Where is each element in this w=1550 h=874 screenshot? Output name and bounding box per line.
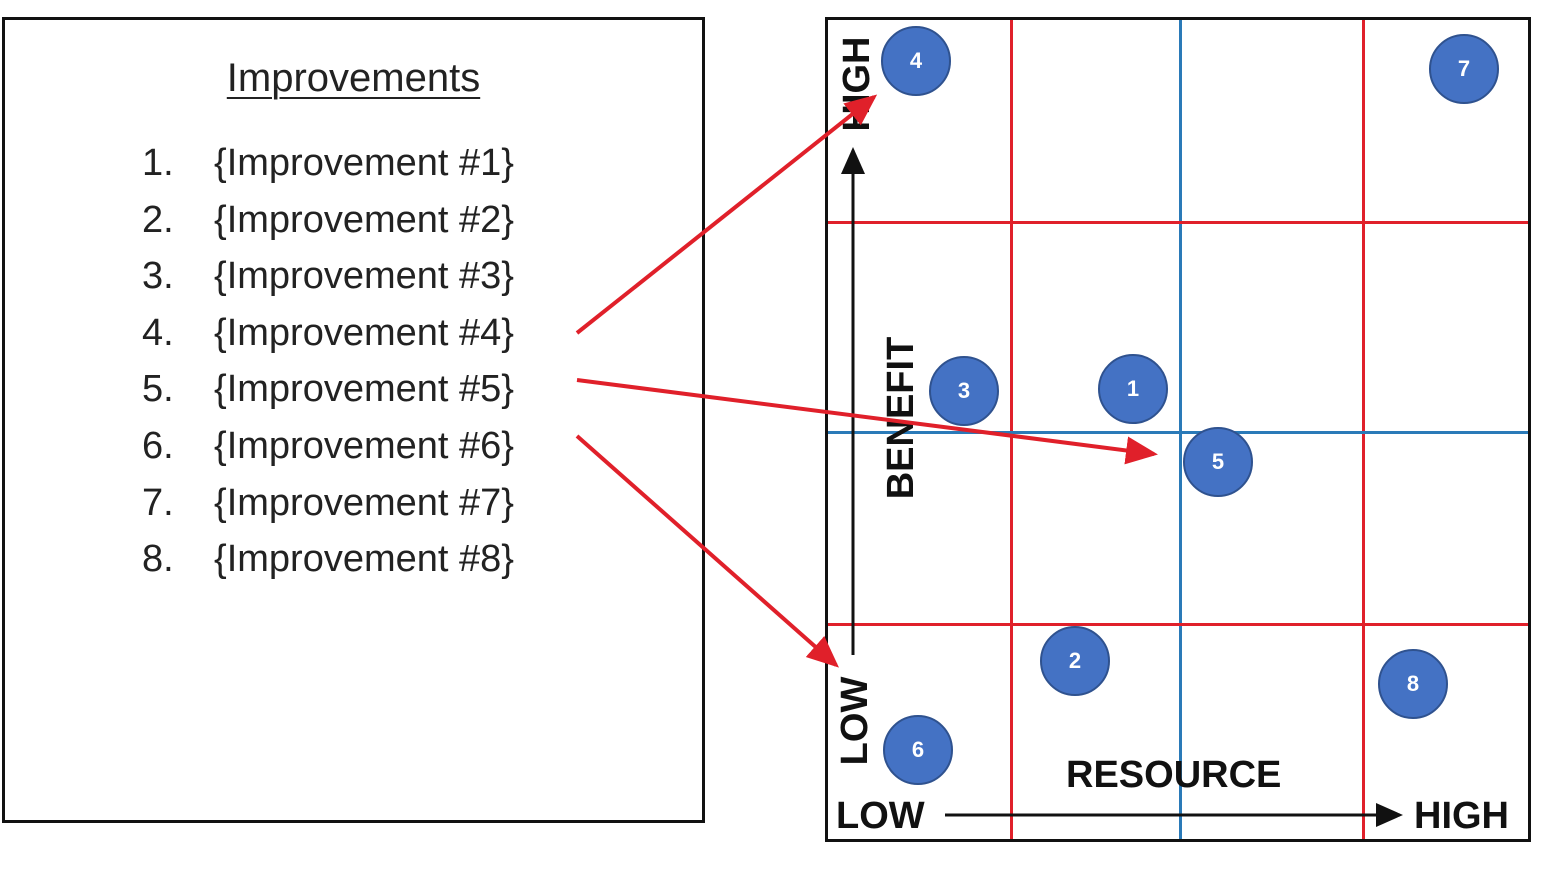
benefit-resource-matrix: 1 2 3 4 5 6 7 8 xyxy=(825,17,1531,842)
x-axis-high-label: HIGH xyxy=(1414,795,1509,837)
y-axis-low-label: LOW xyxy=(834,676,876,766)
grid-line-vertical xyxy=(1362,20,1365,839)
bubble-1: 1 xyxy=(1098,354,1168,424)
bubble-6: 6 xyxy=(883,715,953,785)
item-label: {Improvement #7} xyxy=(214,481,514,524)
grid-line-horizontal-center xyxy=(828,431,1528,434)
improvements-title: Improvements xyxy=(226,56,481,100)
bubble-2: 2 xyxy=(1040,626,1110,696)
item-label: {Improvement #6} xyxy=(214,424,514,467)
bubble-7: 7 xyxy=(1429,34,1499,104)
list-item: 8. {Improvement #8} xyxy=(142,531,514,588)
item-label: {Improvement #1} xyxy=(214,142,514,184)
item-number: 5. xyxy=(142,368,174,411)
list-item: 5. {Improvement #5} xyxy=(142,361,514,418)
improvements-list: 1. {Improvement #1} 2. {Improvement #2} 3.… xyxy=(142,135,514,588)
item-label: {Improvement #4} xyxy=(214,311,514,354)
grid-line-vertical-center xyxy=(1179,20,1182,839)
grid-line-vertical xyxy=(1010,20,1013,839)
item-number: 3. xyxy=(142,255,174,298)
item-number: 2. xyxy=(142,198,174,241)
x-axis-title: RESOURCE xyxy=(1066,754,1282,796)
item-number: 8. xyxy=(142,538,174,581)
item-number: 1. xyxy=(142,142,174,184)
bubble-4: 4 xyxy=(881,26,951,96)
y-axis-title: BENEFIT xyxy=(880,336,922,500)
list-item: 3. {Improvement #3} xyxy=(142,248,514,305)
list-item: 2. {Improvement #2} xyxy=(142,192,514,249)
list-item: 6. {Improvement #6} xyxy=(142,418,514,475)
bubble-8: 8 xyxy=(1378,649,1448,719)
grid-line-horizontal xyxy=(828,221,1528,224)
item-number: 6. xyxy=(142,424,174,467)
item-number: 4. xyxy=(142,311,174,354)
bubble-3: 3 xyxy=(929,356,999,426)
item-label: {Improvement #5} xyxy=(214,368,514,411)
list-item: 4. {Improvement #4} xyxy=(142,305,514,362)
y-axis-high-label: HIGH xyxy=(836,36,878,132)
list-item: 1. {Improvement #1} xyxy=(142,135,514,192)
grid-line-horizontal xyxy=(828,623,1528,626)
item-number: 7. xyxy=(142,481,174,524)
improvements-panel: Improvements 1. {Improvement #1} 2. {Impro… xyxy=(2,17,705,823)
bubble-5: 5 xyxy=(1183,427,1253,497)
item-label: {Improvement #2} xyxy=(214,198,514,241)
x-axis-low-label: LOW xyxy=(836,795,925,837)
item-label: {Improvement #8} xyxy=(214,538,514,581)
list-item: 7. {Improvement #7} xyxy=(142,475,514,532)
item-label: {Improvement #3} xyxy=(214,255,514,298)
